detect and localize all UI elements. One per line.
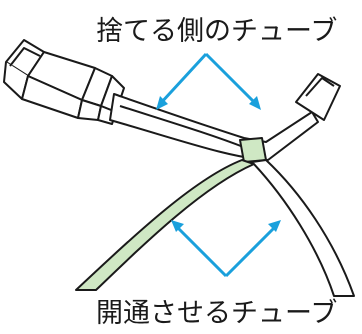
luer-connector	[3, 39, 125, 125]
discard-tube-label: 捨てる側のチューブ	[96, 16, 337, 47]
open-tube-label: 開通させるチューブ	[96, 298, 337, 329]
top-arrows	[158, 52, 258, 106]
bottom-arrowheads	[171, 220, 281, 232]
top-arrowheads	[156, 96, 261, 110]
discard-tube	[109, 93, 319, 161]
bottom-arrows	[174, 224, 278, 278]
lower-right-tube	[251, 159, 355, 297]
cut-tube-end	[295, 73, 341, 121]
kink-section	[239, 137, 267, 163]
open-tube	[75, 159, 255, 291]
